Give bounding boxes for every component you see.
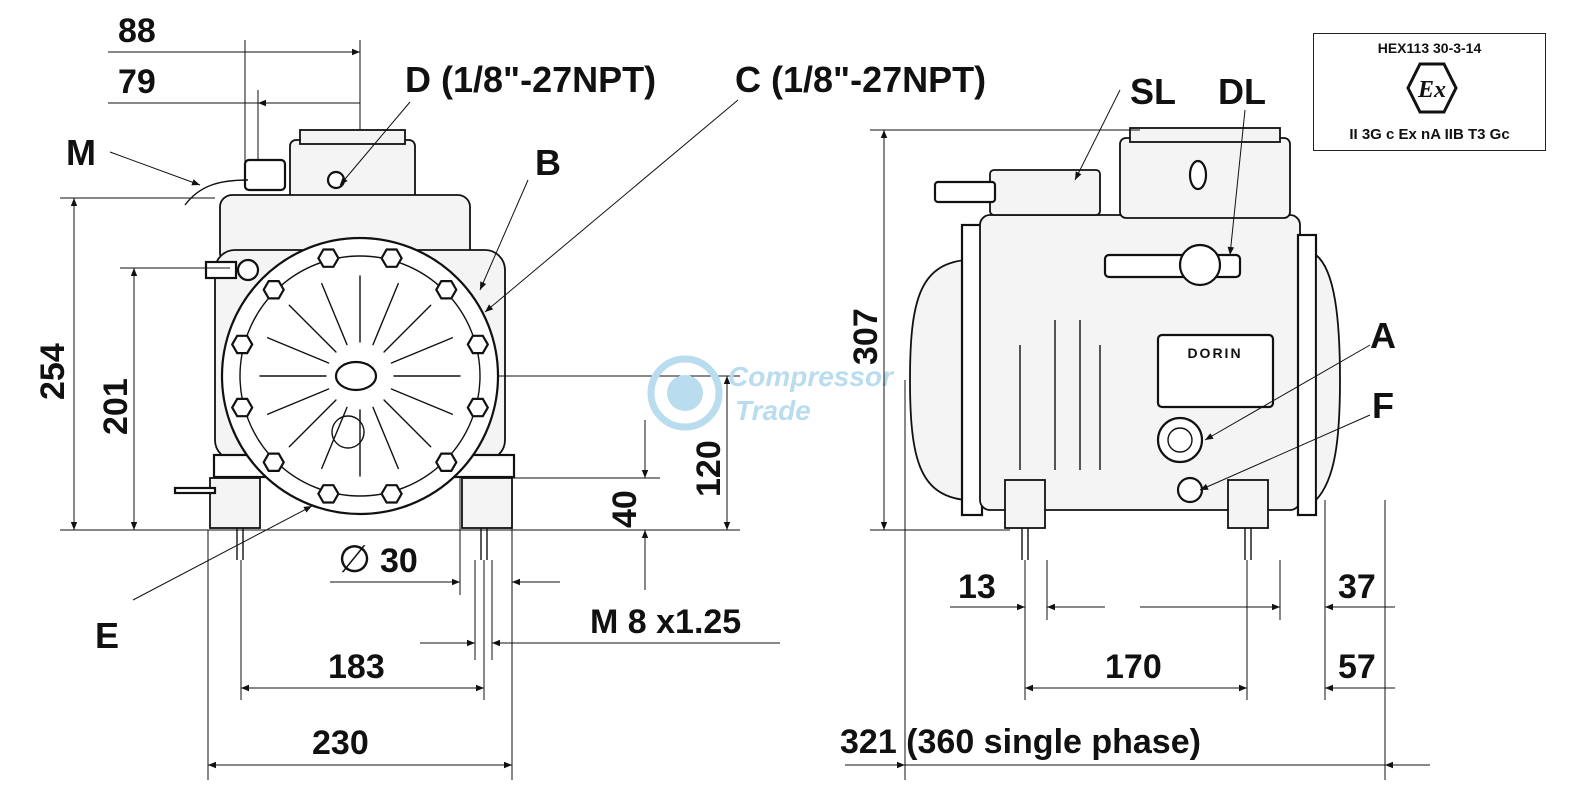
dim-170-label: 170 [1105, 648, 1162, 686]
cover-rib [372, 282, 399, 346]
label-M: M [66, 132, 96, 173]
dim-230-group: 230 [207, 530, 513, 780]
cover-bolt [230, 334, 254, 355]
label-F: F [1372, 385, 1394, 426]
thread-label: M 8 x1.25 [590, 603, 741, 641]
dim-120-label: 120 [690, 440, 728, 497]
cover-bolt [262, 452, 285, 472]
cover-bolt [435, 452, 458, 472]
cover-rib [383, 399, 432, 448]
label-C: C (1/8"-27NPT) [735, 59, 986, 100]
dim-254-label: 254 [34, 343, 72, 400]
cover-bolt [466, 397, 490, 418]
atex-certificate-box: HEX113 30-3-14 Ex II 3G c Ex nA IIB T3 G… [1313, 33, 1546, 151]
label-A: A [1370, 315, 1396, 356]
label-E: E [95, 615, 119, 656]
dim-201-label: 201 [97, 378, 135, 435]
certificate-marking: II 3G c Ex nA IIB T3 Gc [1349, 126, 1510, 143]
label-D: D (1/8"-27NPT) [405, 59, 656, 100]
dim-170-group: 170 [1025, 560, 1248, 700]
dim-13-label: 13 [958, 568, 996, 606]
dim-57-group: 57 [1325, 648, 1395, 692]
dim-79-group: 79 [108, 63, 360, 170]
dim-307-group: 307 [847, 129, 1140, 531]
dim-120-group: 120 [498, 375, 740, 530]
label-SL: SL [1130, 71, 1176, 112]
cover-bolt [317, 484, 340, 504]
ex-hexagon-icon: Ex [1406, 62, 1458, 114]
certificate-code: HEX113 30-3-14 [1377, 40, 1482, 56]
cover-rib [390, 388, 454, 415]
label-B: B [535, 142, 561, 183]
dim-thread-group: M 8 x1.25 [420, 560, 780, 660]
side-compressor-body: DORIN [909, 127, 1341, 560]
cover-rib [288, 399, 337, 448]
cover-rib [288, 304, 337, 353]
dim-183-group: 183 [240, 560, 485, 700]
cover-bolt [380, 484, 403, 504]
front-view: 88 79 [34, 12, 986, 780]
watermark-line1: Compressor [728, 361, 895, 392]
dim-230-label: 230 [312, 724, 369, 762]
cover-bolt [466, 334, 490, 355]
cover-rib [266, 388, 330, 415]
cover-rib [321, 282, 348, 346]
ex-symbol: Ex [1417, 77, 1446, 103]
cover-bolt [317, 248, 340, 268]
dim-201-group: 201 [97, 267, 230, 530]
dim-183-label: 183 [328, 648, 385, 686]
watermark-line2: Trade [735, 395, 811, 426]
cover-rib [390, 337, 454, 364]
cover-bolt [230, 397, 254, 418]
label-DL: DL [1218, 71, 1266, 112]
dim-13-group: 13 [950, 560, 1105, 700]
cover-rib [372, 406, 399, 470]
dim-40-group: 40 [512, 420, 660, 590]
dim-40-label: 40 [606, 490, 644, 528]
front-end-cover [220, 236, 500, 516]
cover-rib [321, 406, 348, 470]
side-view: DORIN 307 13 [840, 71, 1430, 780]
cover-bolt [262, 280, 285, 300]
cover-bolt [435, 280, 458, 300]
diameter-symbol: ∅ [338, 539, 371, 581]
dim-307-label: 307 [847, 308, 885, 365]
dim-321-label: 321 (360 single phase) [840, 723, 1201, 761]
dim-57-label: 57 [1338, 648, 1376, 686]
dim-37-group: 37 [1140, 500, 1395, 700]
dim-88-group: 88 [108, 12, 361, 170]
dim-30-label: 30 [380, 542, 418, 580]
dim-dia30-group: ∅ 30 [330, 478, 560, 595]
dim-88-label: 88 [118, 12, 156, 50]
dim-79-label: 79 [118, 63, 156, 101]
cover-rib [266, 337, 330, 364]
dim-254-group: 254 [34, 197, 740, 531]
watermark: Compressor Trade [647, 355, 895, 431]
cover-rib [383, 304, 432, 353]
cover-bolt [380, 248, 403, 268]
dim-321-group: 321 (360 single phase) [840, 380, 1430, 780]
dim-37-label: 37 [1338, 568, 1376, 606]
nameplate-brand: DORIN [1187, 345, 1242, 361]
